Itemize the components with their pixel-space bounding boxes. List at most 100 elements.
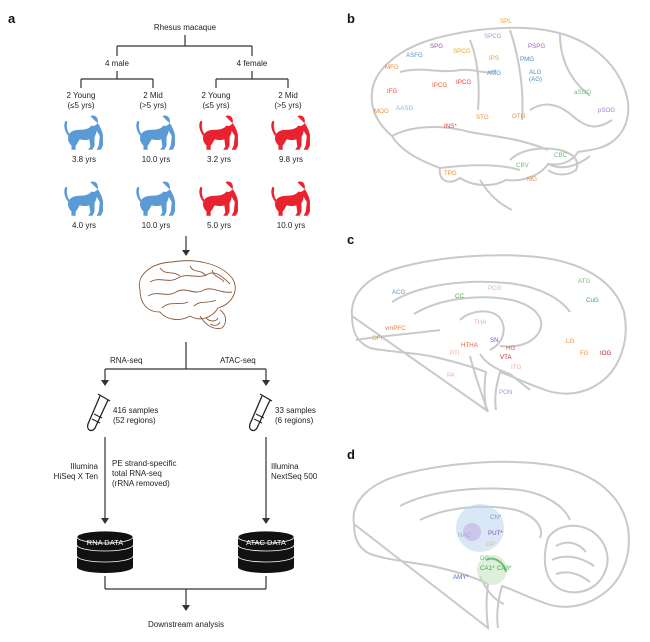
region-label: SPCG [484, 33, 502, 40]
region-label: CBV [516, 162, 530, 169]
age-label: 10.0 yrs [142, 221, 170, 230]
age-label: 3.8 yrs [72, 155, 96, 164]
arrow-head [101, 380, 109, 386]
tree-female: 4 female [237, 59, 268, 68]
group-title: 2 Mid [278, 91, 298, 100]
arrow-head [262, 380, 270, 386]
group-title: 2 Young [67, 91, 96, 100]
region-label: IFG [387, 88, 397, 95]
region-label: PMG [520, 56, 534, 63]
arrow-head [182, 250, 190, 256]
rna-data-label: RNA DATA [87, 538, 123, 547]
cohort-tree: Rhesus macaque 4 male 4 female 2 Young (… [67, 23, 302, 110]
region-label: OFI [372, 335, 383, 342]
region-label: INS* [444, 123, 457, 130]
region-label: CN* [490, 514, 502, 521]
monkeys-row-2: 4.0 yrs 10.0 yrs 5.0 yrs 10.0 yrs [64, 181, 310, 230]
rna-protocol-line: PE strand-specific [112, 459, 176, 468]
atac-platform-line: Illumina [271, 462, 299, 471]
group-title: 2 Mid [143, 91, 163, 100]
panel-d-label: d [347, 447, 355, 462]
region-label: THA [474, 319, 487, 326]
male-monkey-icon [136, 115, 175, 150]
brain-sketch-icon [138, 260, 236, 329]
female-monkey-icon [271, 181, 310, 216]
seq-branch [104, 342, 267, 382]
lateral-brain [370, 26, 630, 211]
tree-male: 4 male [105, 59, 130, 68]
rna-tube-icon [86, 393, 111, 432]
panel-b-label: b [347, 11, 355, 26]
region-label: GP [486, 541, 495, 548]
male-monkey-icon [64, 115, 103, 150]
rna-protocol-line: total RNA-seq [112, 469, 162, 478]
region-label: PSPG [528, 43, 545, 50]
region-label: PUT* [488, 530, 503, 537]
region-label: MG [527, 176, 537, 183]
age-label: 10.0 yrs [277, 221, 305, 230]
subcortical-brain [352, 460, 630, 631]
atac-seq-label: ATAC-seq [220, 356, 256, 365]
region-label: PTI [450, 350, 460, 357]
rna-platform-line: HiSeq X Ten [54, 472, 98, 481]
region-label: CA1* [480, 565, 495, 572]
arrow-head [182, 605, 190, 611]
male-monkey-icon [136, 181, 175, 216]
region-label: SPG [430, 43, 443, 50]
region-label: CA3* [497, 565, 512, 572]
female-monkey-icon [199, 115, 238, 150]
age-label: 4.0 yrs [72, 221, 96, 230]
region-label: CuG [586, 297, 599, 304]
atac-platform-line: NextSeq 500 [271, 472, 318, 481]
region-label: STG [476, 114, 489, 121]
female-monkey-icon [271, 115, 310, 150]
region-label: FG [580, 350, 589, 357]
region-label: (AG) [529, 76, 542, 83]
region-label: MOG [374, 108, 389, 115]
rna-seq-label: RNA-seq [110, 356, 142, 365]
rna-regions: (52 regions) [113, 416, 156, 425]
region-label: TPG [444, 170, 457, 177]
atac-regions: (6 regions) [275, 416, 314, 425]
region-label: SN [490, 337, 499, 344]
tree-root-branch [116, 35, 253, 56]
region-label: IOG [600, 350, 612, 357]
region-label: MFG [385, 64, 399, 71]
age-label: 5.0 yrs [207, 221, 231, 230]
tree-sex-branch [80, 71, 289, 88]
region-label: CC [455, 293, 464, 300]
tree-root: Rhesus macaque [154, 23, 217, 32]
atac-tube-icon [248, 393, 273, 432]
rna-platform-line: Illumina [70, 462, 98, 471]
region-label: HG [506, 345, 515, 352]
region-label: ASFG [406, 52, 423, 59]
region-label: ALG [529, 69, 542, 76]
region-label: vmPFC [385, 325, 406, 332]
region-label: ATG [578, 278, 590, 285]
rna-database-icon: RNA DATA [76, 530, 134, 573]
region-label: SPL [500, 18, 512, 25]
panel-d-region-labels: CN* PUT* NAC GP DG CA1* CA3* AMY* [453, 514, 512, 581]
region-label: IPS [489, 55, 499, 62]
region-label: AMY* [453, 574, 469, 581]
region-label: ITG [511, 364, 521, 371]
panel-a-label: a [8, 11, 16, 26]
region-label: IPCG [456, 79, 471, 86]
atac-samples: 33 samples [275, 406, 316, 415]
age-label: 3.2 yrs [207, 155, 231, 164]
group-sub: (≤5 yrs) [202, 101, 229, 110]
arrow-head [101, 518, 109, 524]
monkeys-row-1: 3.8 yrs 10.0 yrs 3.2 yrs 9.8 yrs [64, 115, 310, 164]
region-label: NAC [458, 532, 472, 539]
group-sub: (>5 yrs) [139, 101, 167, 110]
rna-samples: 416 samples [113, 406, 158, 415]
downstream-branch [104, 576, 267, 607]
region-label: PCG [488, 285, 502, 292]
group-sub: (≤5 yrs) [67, 101, 94, 110]
arrow-head [262, 518, 270, 524]
region-label: AMG [487, 70, 501, 77]
rna-protocol-line: (rRNA removed) [112, 479, 170, 488]
region-label: VTA [500, 354, 512, 361]
atac-database-icon: ATAC DATA [237, 530, 295, 573]
